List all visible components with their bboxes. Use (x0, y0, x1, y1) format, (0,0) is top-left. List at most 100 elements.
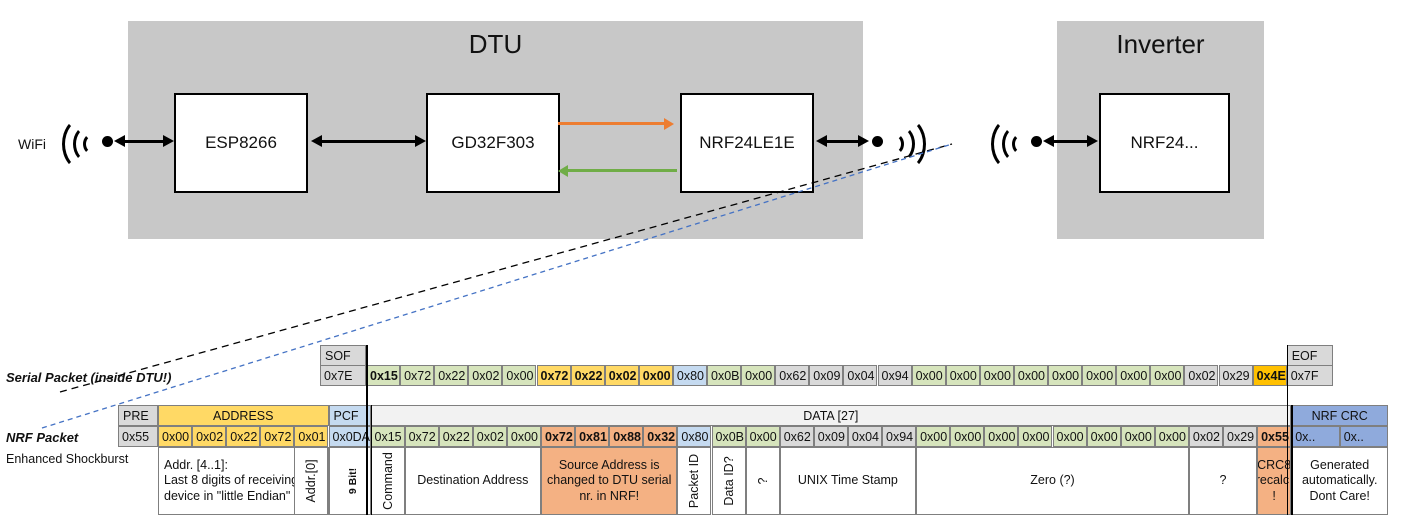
serial-sof-header: SOF (320, 345, 366, 366)
inverter-wave-inner (1012, 133, 1032, 155)
annotation-timestamp: UNIX Time Stamp (779, 447, 917, 515)
annotation-crc8: CRC8 recalc. ! (1257, 447, 1292, 515)
tx-arrow-line (558, 122, 666, 125)
nrf-data-byte-15: 0x94 (882, 426, 917, 447)
esp-gd32-arrow-right (415, 135, 426, 147)
chip-nrf24le1e-label: NRF24LE1E (699, 133, 795, 152)
nrf-data-byte-8: 0x32 (643, 426, 678, 447)
tx-arrow-head (664, 118, 674, 130)
annotation-unknown2: ? (1188, 447, 1258, 515)
serial-byte-23: 0x00 (1150, 365, 1185, 386)
nrf-data-byte-21: 0x00 (1086, 426, 1121, 447)
serial-byte-20: 0x00 (1048, 365, 1083, 386)
nrf-data-byte-11: 0x00 (745, 426, 780, 447)
serial-byte-1: 0x72 (400, 365, 435, 386)
wifi-antenna-dot (102, 136, 113, 147)
nrf-data-byte-7: 0x88 (609, 426, 644, 447)
nrf-data-byte-19: 0x00 (1018, 426, 1053, 447)
serial-byte-11: 0x00 (741, 365, 776, 386)
annotation-addr0: Addr.[0] (294, 447, 329, 515)
nrf-pcf-value: 0x0DA (328, 426, 371, 447)
nrf-data-byte-1: 0x72 (404, 426, 439, 447)
serial-byte-17: 0x00 (945, 365, 980, 386)
serial-byte-19: 0x00 (1013, 365, 1048, 386)
nrf-data-byte-18: 0x00 (984, 426, 1019, 447)
annotation-command: Command (370, 447, 405, 515)
annotation-destination: Destination Address (404, 447, 541, 515)
dtu-title: DTU (468, 29, 523, 59)
separator-nrf-data-left (370, 405, 373, 515)
nrf-data-byte-25: 0x29 (1223, 426, 1258, 447)
annotation-packet-id: Packet ID (677, 447, 712, 515)
nrf-header-pre: PRE (118, 405, 158, 426)
serial-byte-13: 0x09 (809, 365, 844, 386)
serial-byte-21: 0x00 (1082, 365, 1117, 386)
wifi-esp-line (119, 140, 168, 143)
nrf-data-byte-14: 0x04 (847, 426, 882, 447)
serial-byte-4: 0x00 (502, 365, 537, 386)
serial-byte-15: 0x94 (877, 365, 912, 386)
serial-byte-22: 0x00 (1116, 365, 1151, 386)
nrf-header-data: DATA [27] (370, 405, 1292, 426)
nrf-data-byte-5: 0x72 (541, 426, 576, 447)
nrf-data-byte-10: 0x0B (711, 426, 746, 447)
wifi-wave-inner (83, 133, 103, 155)
annotation-pcf-note: 9 Bit!Inc. PacketLength (328, 447, 371, 515)
separator-nrf-data-right (1291, 405, 1293, 515)
serial-byte-3: 0x02 (468, 365, 503, 386)
wifi-label: WiFi (18, 136, 46, 152)
inverter-wave-mid (1002, 125, 1033, 163)
separator-serial-right (1286, 345, 1289, 515)
wifi-esp-arrow-right (163, 135, 174, 147)
serial-byte-7: 0x02 (604, 365, 639, 386)
nrf-data-byte-0: 0x15 (370, 426, 405, 447)
serial-byte-26: 0x4E (1252, 365, 1287, 386)
inverter-wave-outer (991, 117, 1033, 171)
nrf-data-byte-22: 0x00 (1120, 426, 1155, 447)
annotation-crc-note: Generated automatically. Dont Care! (1291, 447, 1389, 515)
annotation-zero: Zero (?) (916, 447, 1189, 515)
nrf-pre-value: 0x55 (118, 426, 158, 447)
nrf-data-byte-3: 0x02 (472, 426, 507, 447)
serial-byte-10: 0x0B (707, 365, 742, 386)
nrf-data-byte-13: 0x09 (813, 426, 848, 447)
nrf-address-byte-3: 0x72 (260, 426, 295, 447)
separator-serial-left (366, 345, 368, 515)
serial-byte-6: 0x22 (570, 365, 605, 386)
serial-eof-header: EOF (1286, 345, 1333, 366)
nrf-antenna-arrow-right (858, 135, 869, 147)
chip-gd32f303-label: GD32F303 (451, 133, 535, 152)
serial-byte-0: 0x15 (366, 365, 401, 386)
nrf-data-byte-20: 0x00 (1052, 426, 1087, 447)
inverter-antenna-arrow-right (1087, 135, 1098, 147)
inverter-antenna-line (1048, 140, 1092, 143)
serial-byte-12: 0x62 (775, 365, 810, 386)
annotation-source-note: Source Address is changed to DTU serial … (541, 447, 678, 515)
enhanced-shockburst-label: Enhanced Shockburst (6, 452, 129, 466)
chip-gd32f303: GD32F303 (426, 93, 560, 193)
inverter-antenna-dot (1031, 136, 1042, 147)
serial-byte-5: 0x72 (536, 365, 571, 386)
serial-byte-2: 0x22 (434, 365, 469, 386)
nrf-header-pcf: PCF (328, 405, 371, 426)
serial-packet-row-label: Serial Packet (inside DTU!) (6, 370, 172, 385)
chip-nrf24le1e: NRF24LE1E (680, 93, 814, 193)
nrf-packet-row-label: NRF Packet (6, 430, 79, 445)
nrf-data-byte-17: 0x00 (950, 426, 985, 447)
dtu-antenna-dot (872, 136, 883, 147)
annotation-unknown1: ? (745, 447, 780, 515)
chip-esp8266-label: ESP8266 (205, 133, 277, 152)
nrf-data-byte-9: 0x80 (677, 426, 712, 447)
nrf-crc-byte-0: 0x.. (1291, 426, 1340, 447)
nrf-address-byte-0: 0x00 (158, 426, 193, 447)
rx-arrow-line (567, 169, 677, 172)
serial-byte-9: 0x80 (672, 365, 707, 386)
serial-byte-16: 0x00 (911, 365, 946, 386)
nrf-data-byte-12: 0x62 (779, 426, 814, 447)
annotation-pcf-note-a: 9 Bit! (346, 467, 359, 495)
nrf-crc-byte-1: 0x.. (1339, 426, 1389, 447)
chip-nrf24: NRF24... (1099, 93, 1230, 193)
chip-esp8266: ESP8266 (174, 93, 308, 193)
nrf-header-address: ADDRESS (158, 405, 329, 426)
nrf-data-byte-6: 0x81 (575, 426, 610, 447)
